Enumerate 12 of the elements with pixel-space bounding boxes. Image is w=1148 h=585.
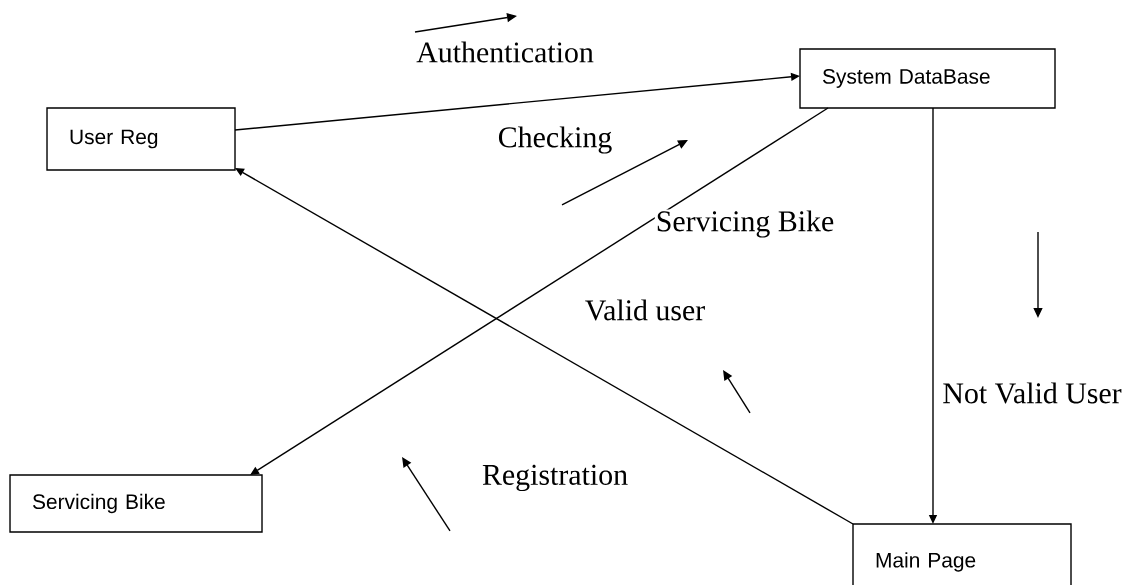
- flow-label: Checking: [498, 126, 612, 154]
- arrow: [235, 168, 854, 525]
- process-box: System DataBase: [799, 48, 1056, 109]
- process-box: Main Page: [852, 523, 1072, 585]
- flow-label: Authentication: [416, 41, 594, 63]
- flow-label: Registration: [482, 464, 628, 492]
- process-box: User Reg: [46, 107, 236, 171]
- arrow: [250, 107, 829, 475]
- edge-label: Servicing Bike: [654, 209, 836, 239]
- process-box: Servicing Bike: [9, 474, 263, 533]
- edge-label: Not Valid User: [941, 381, 1123, 405]
- flow-label: Valid user: [585, 299, 705, 321]
